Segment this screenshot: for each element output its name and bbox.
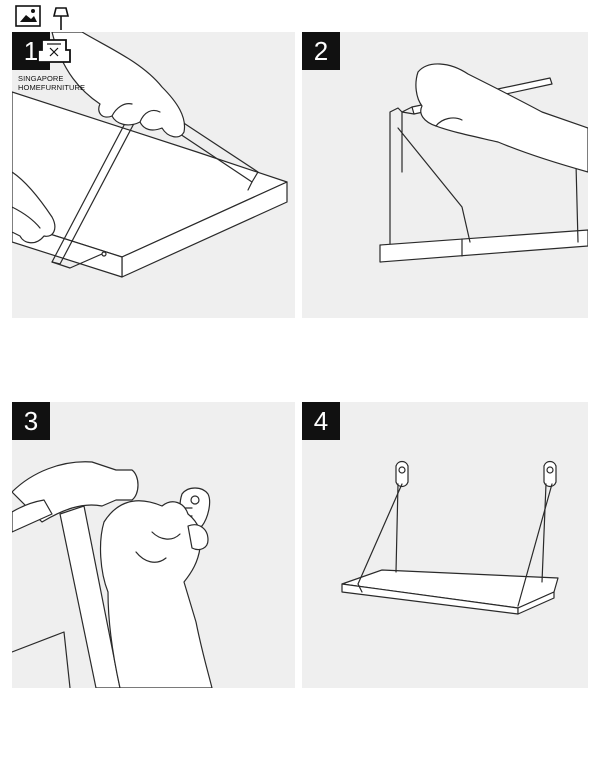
step-4-panel: 4 xyxy=(302,402,588,688)
hand xyxy=(99,500,213,688)
logo-icon xyxy=(15,5,71,63)
hand-lower xyxy=(12,171,56,244)
shelf-board xyxy=(379,229,588,263)
left-wall-mount xyxy=(395,460,409,488)
step-4-illustration xyxy=(341,460,559,615)
hammer-handle xyxy=(59,505,121,688)
step-number-badge: 4 xyxy=(302,402,340,440)
hand xyxy=(415,63,588,173)
shelf-side xyxy=(517,591,555,615)
brand-logo: SINGAPORE HOMEFURNITURE xyxy=(14,4,94,94)
right-wall-mount xyxy=(543,460,557,488)
step-3-illustration xyxy=(12,461,213,688)
step-2-illustration xyxy=(379,63,588,263)
step-number-badge: 3 xyxy=(12,402,50,440)
brand-line-1: SINGAPORE xyxy=(18,74,64,83)
step-number-badge: 2 xyxy=(302,32,340,70)
step-3-panel: 3 xyxy=(12,402,295,688)
brand-name: SINGAPORE HOMEFURNITURE xyxy=(18,74,85,92)
step-1-panel: 1 xyxy=(12,32,295,318)
step-1-illustration xyxy=(12,32,288,278)
step-2-panel: 2 xyxy=(302,32,588,318)
brand-line-2: HOMEFURNITURE xyxy=(18,83,86,92)
